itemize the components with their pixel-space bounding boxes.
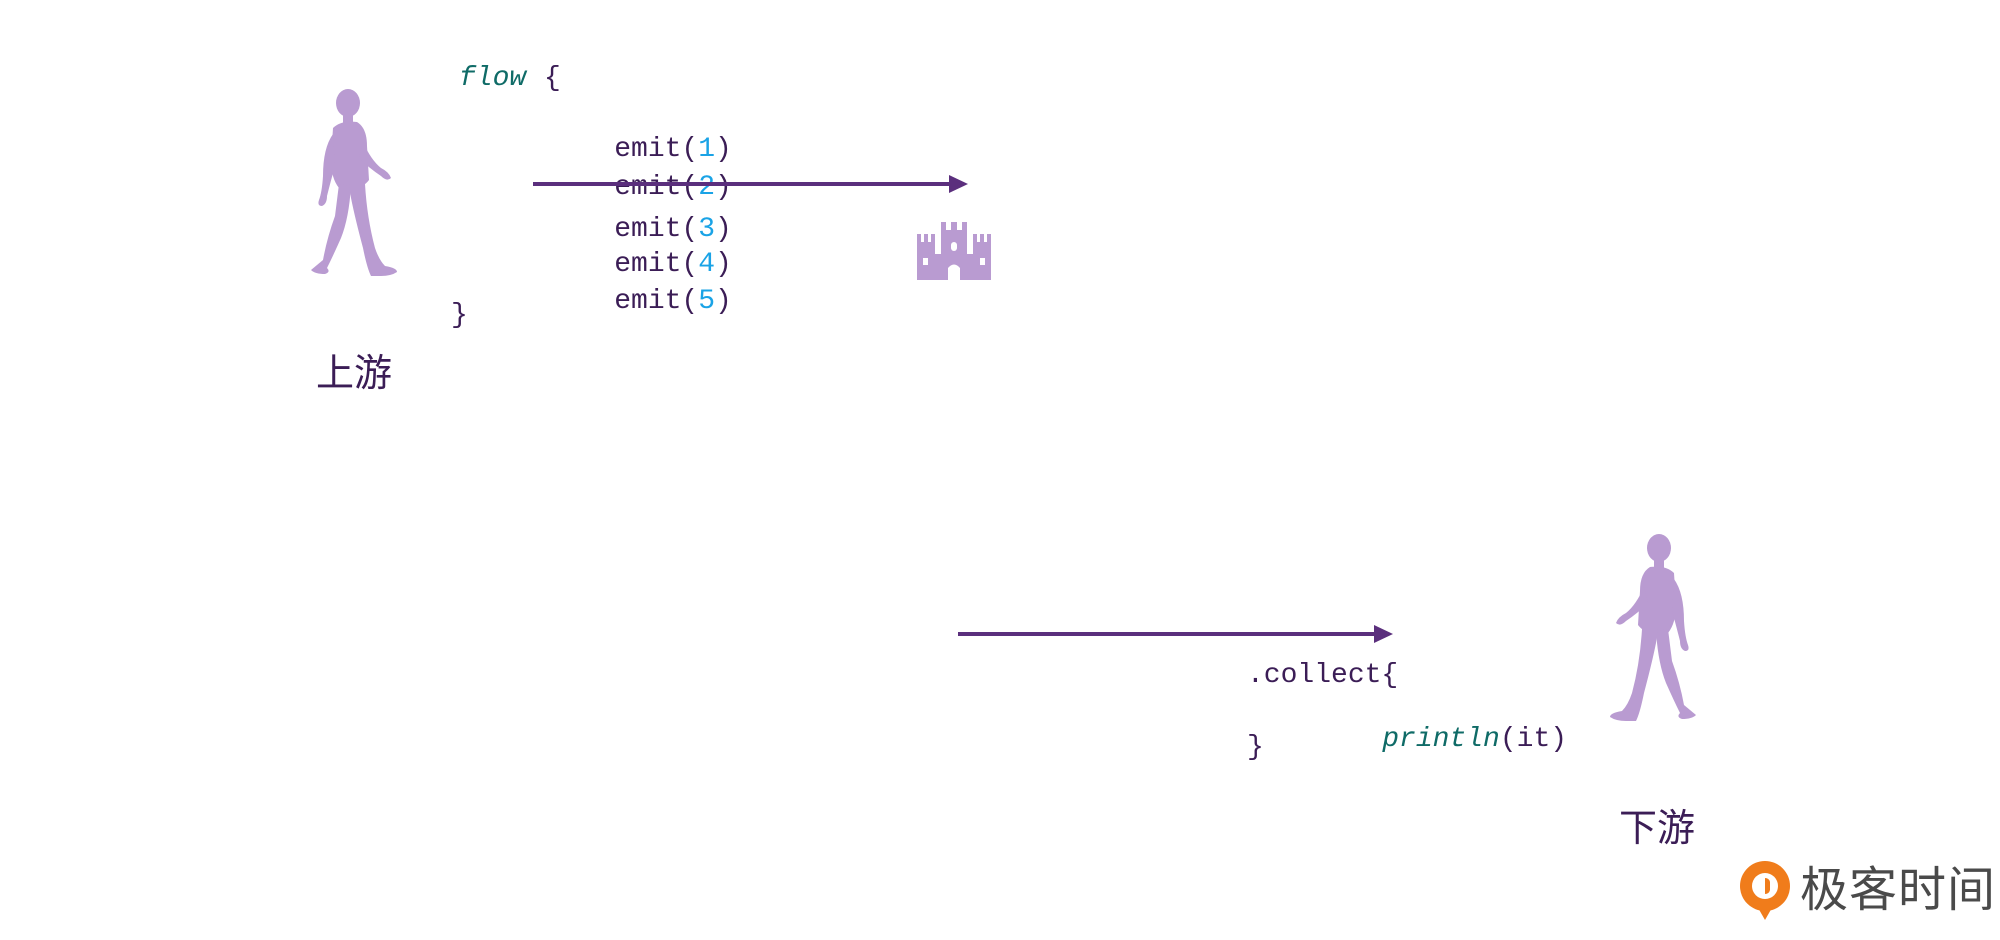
emit-arg: 5 (698, 286, 716, 317)
geektime-logo-icon (1740, 861, 1790, 920)
upstream-arrow (533, 175, 968, 193)
upstream-code-block: flow { emit(1) emit(2) emit(3) emit(4) e… (0, 0, 732, 330)
emit-fn: emit( (614, 172, 699, 203)
emit-close-paren: ) (715, 214, 732, 245)
emit-line-4: emit(4) (547, 223, 732, 307)
emit-fn: emit( (614, 214, 699, 245)
walking-person-icon (1610, 534, 1696, 721)
emit-line-5: emit(5) (547, 260, 732, 344)
upstream-label: 上游 (316, 351, 393, 395)
logo-text: 极客时间 (1800, 862, 1997, 918)
println-args: (it) (1499, 724, 1568, 755)
emit-close-paren: ) (715, 286, 732, 317)
println-line: println(it) (1315, 698, 1567, 782)
walking-person-icon (311, 89, 397, 276)
emit-arg: 1 (698, 134, 716, 165)
println-keyword: println (1382, 724, 1500, 755)
flow-close-brace: } (451, 300, 468, 331)
castle-icon (917, 222, 991, 280)
emit-fn: emit( (614, 249, 699, 280)
emit-fn: emit( (614, 286, 699, 317)
downstream-label: 下游 (1619, 806, 1696, 850)
downstream-code-block: .collect{ println(it) } (0, 0, 1567, 762)
emit-close-paren: ) (715, 134, 732, 165)
emit-line-3: emit(3) (547, 188, 732, 272)
flow-keyword: flow (459, 63, 527, 94)
emit-line-2: emit(2) (547, 146, 732, 230)
emit-arg: 2 (698, 172, 716, 203)
flow-open-brace: { (544, 63, 561, 94)
emit-close-paren: ) (715, 172, 732, 203)
downstream-arrow (958, 625, 1393, 643)
collect-close-brace: } (1247, 732, 1264, 763)
emit-line-1: emit(1) (547, 108, 732, 192)
collect-line: .collect{ (1247, 660, 1399, 691)
emit-arg: 3 (698, 214, 716, 245)
emit-fn: emit( (614, 134, 699, 165)
emit-close-paren: ) (715, 249, 732, 280)
emit-arg: 4 (698, 249, 716, 280)
